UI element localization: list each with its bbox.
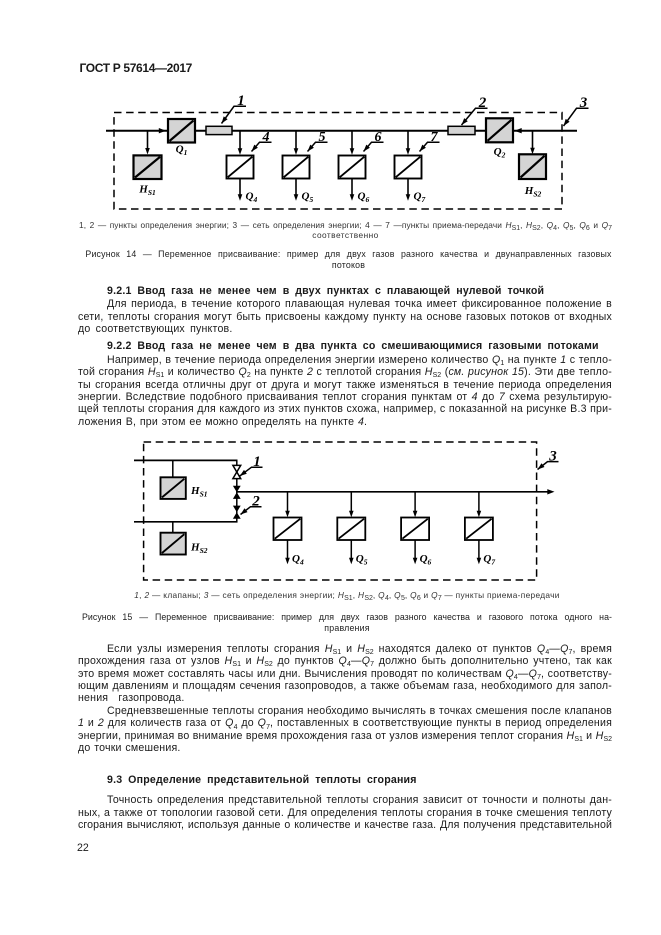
svg-text:6: 6: [375, 130, 382, 145]
svg-text:Q5: Q5: [356, 553, 368, 567]
svg-text:HS1: HS1: [190, 485, 207, 499]
svg-text:Q1: Q1: [176, 143, 188, 157]
svg-text:4: 4: [262, 130, 270, 145]
svg-text:Q5: Q5: [302, 190, 314, 204]
svg-text:Q6: Q6: [358, 190, 370, 204]
svg-text:Q6: Q6: [420, 553, 432, 567]
svg-text:Q7: Q7: [414, 190, 426, 204]
svg-text:1: 1: [253, 454, 261, 470]
svg-text:2: 2: [478, 95, 487, 111]
svg-text:Q7: Q7: [483, 553, 495, 567]
svg-text:7: 7: [431, 130, 439, 145]
svg-text:3: 3: [548, 448, 557, 464]
svg-text:Q2: Q2: [494, 146, 506, 160]
svg-text:HS2: HS2: [524, 185, 542, 199]
svg-text:3: 3: [579, 95, 588, 111]
svg-text:1: 1: [237, 93, 245, 109]
svg-text:Q4: Q4: [292, 553, 304, 567]
svg-text:2: 2: [251, 493, 260, 509]
svg-text:Q4: Q4: [246, 190, 258, 204]
svg-text:HS1: HS1: [138, 183, 155, 197]
svg-text:5: 5: [319, 130, 326, 145]
svg-text:HS2: HS2: [190, 542, 208, 556]
